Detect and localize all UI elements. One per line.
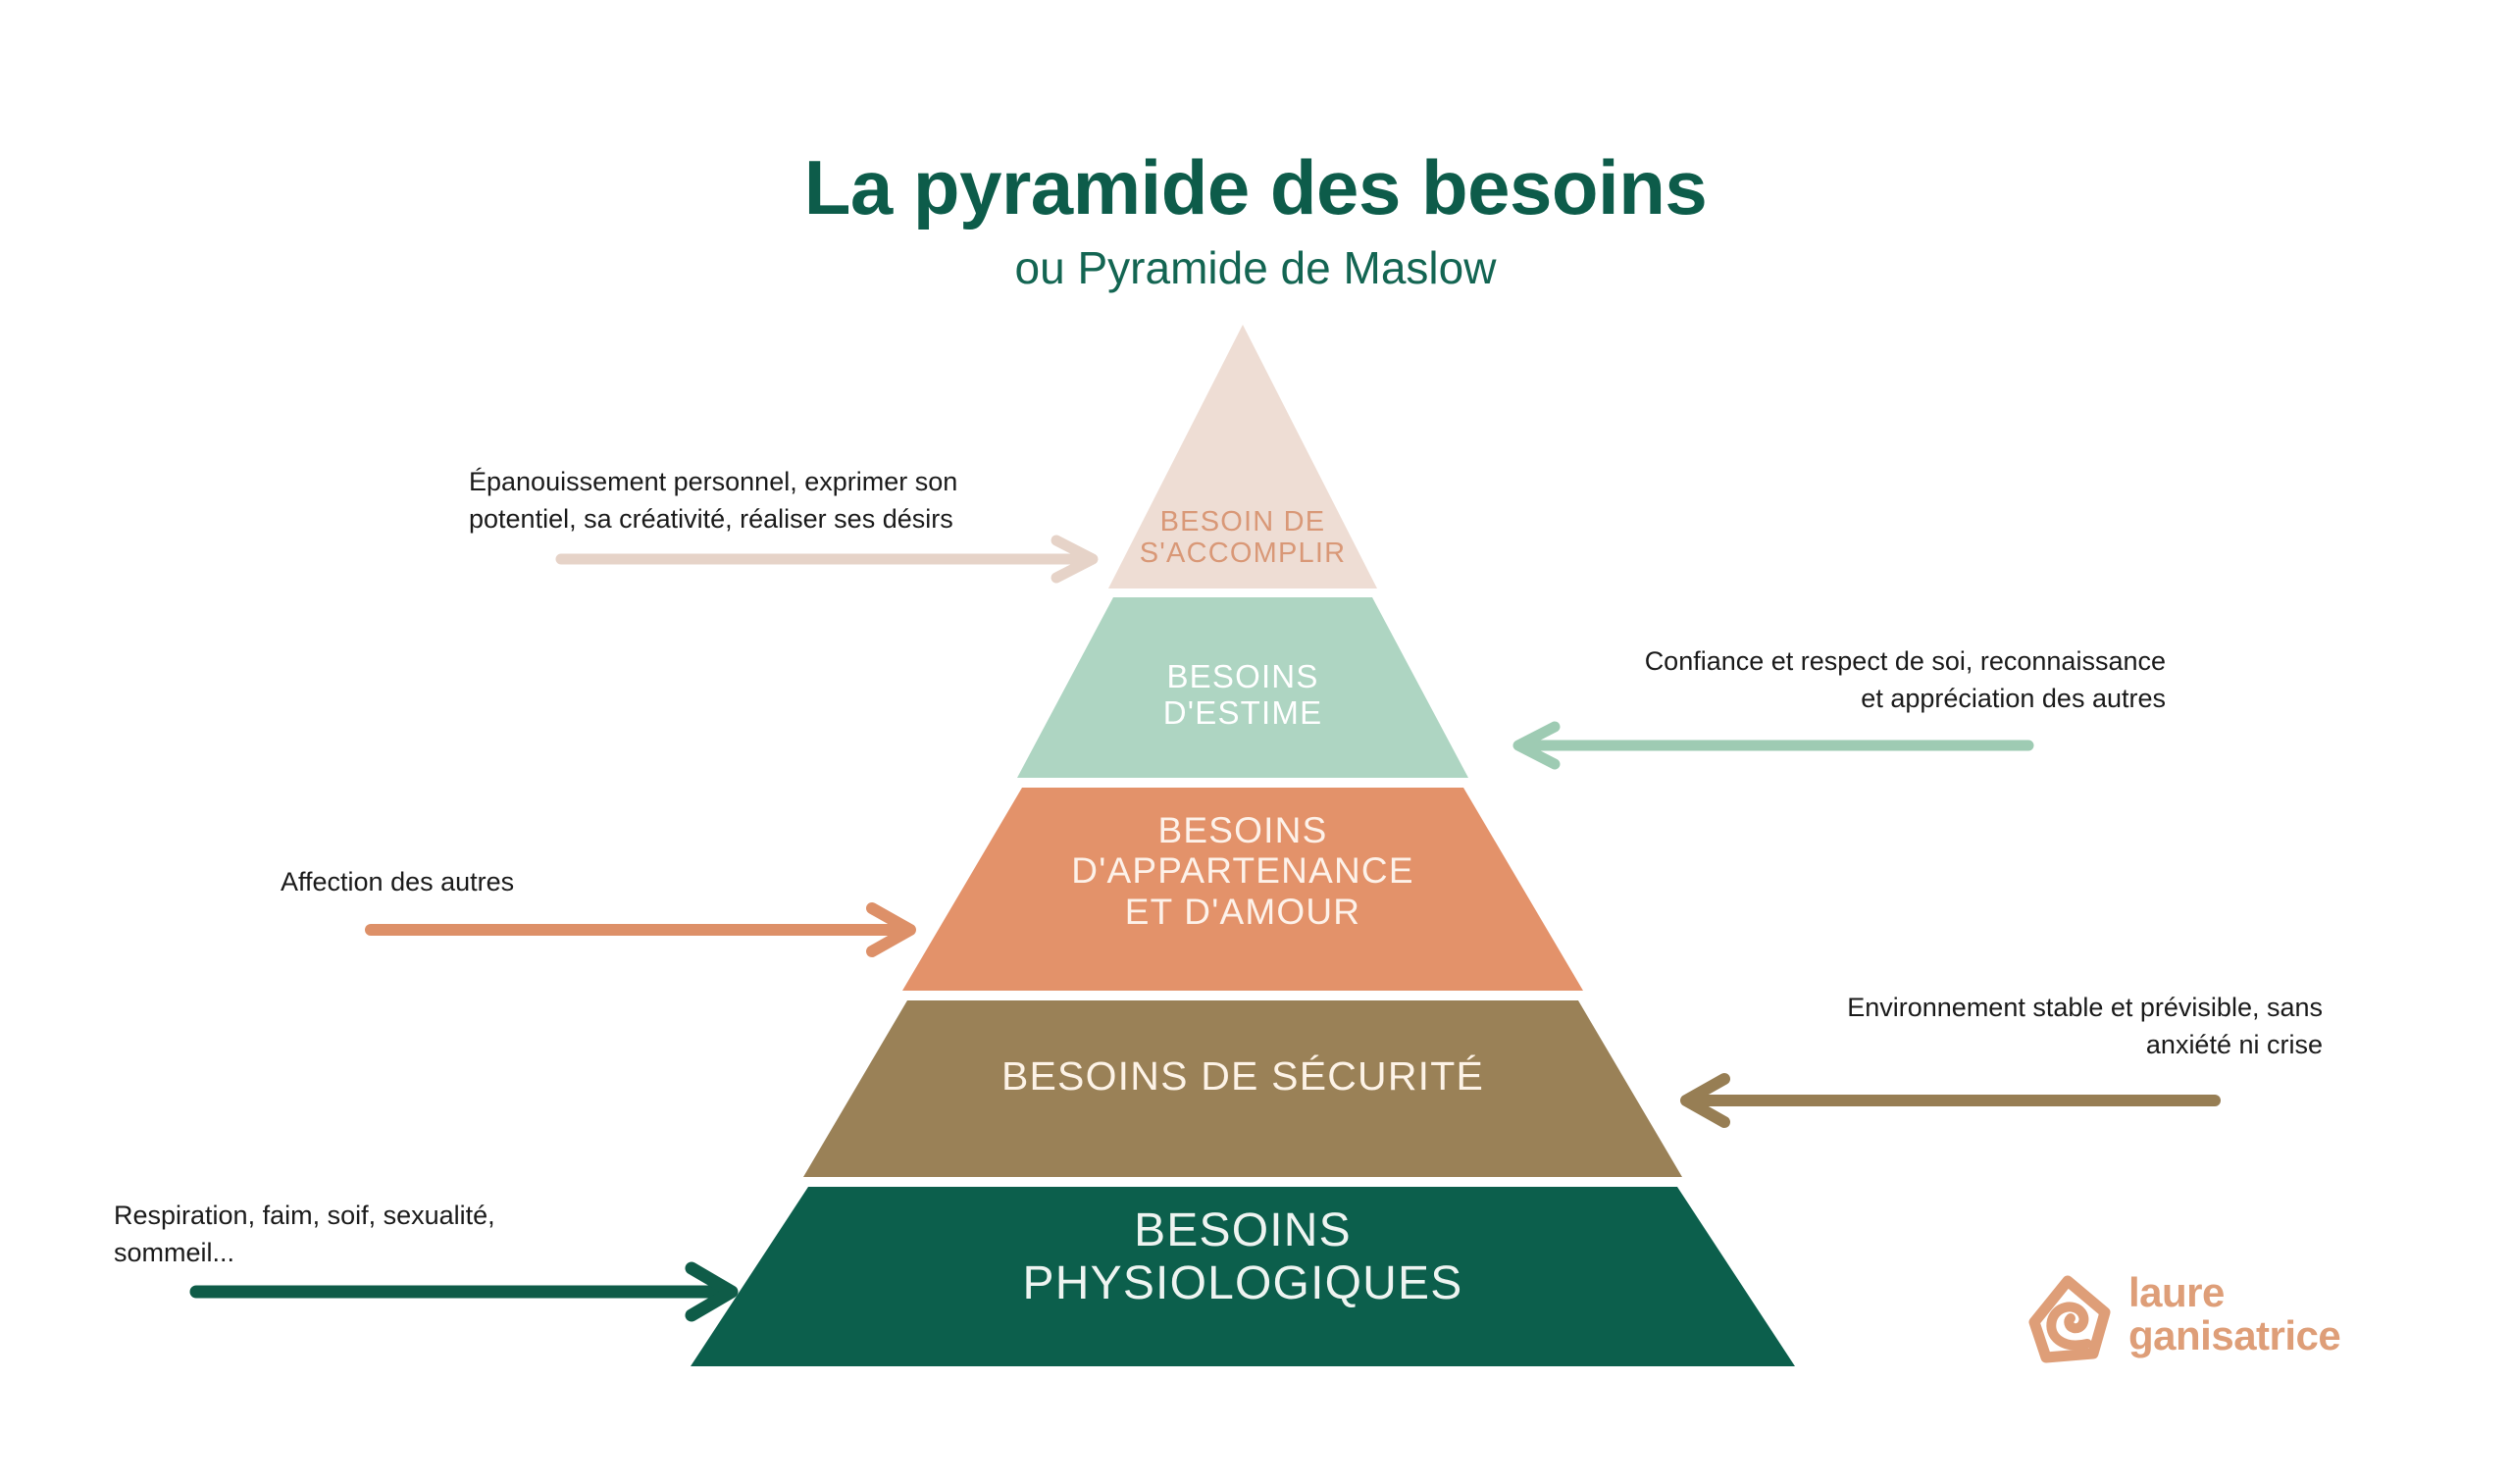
annotation-besoins-destime: Confiance et respect de soi, reconnaissa… <box>1644 646 2166 714</box>
page-subtitle: ou Pyramide de Maslow <box>1014 242 1497 293</box>
tier-label-besoin-de-saccomplir: BESOIN DE S'ACCOMPLIR <box>1139 506 1347 570</box>
tier-label-besoins-dappartenance-et-damour: BESOINS D'APPARTENANCE ET D'AMOUR <box>1071 810 1414 932</box>
annotation-arrow-besoins-destime <box>1512 721 2034 770</box>
annotation-besoins-dappartenance-et-damour: Affection des autres <box>281 867 515 896</box>
tier-label-besoins-destime: BESOINS D'ESTIME <box>1162 658 1323 731</box>
annotation-besoin-de-saccomplir: Épanouissement personnel, exprimer son p… <box>469 467 958 535</box>
tier-label-besoins-physiologiques: BESOINS PHYSIOLOGIQUES <box>1022 1204 1463 1309</box>
page-title: La pyramide des besoins <box>803 144 1708 230</box>
annotation-arrow-besoins-physiologiques <box>189 1261 739 1322</box>
logo-wordmark: laure ganisatrice <box>2128 1269 2341 1358</box>
annotation-arrow-besoins-de-securite <box>1680 1073 2221 1128</box>
annotation-arrow-besoins-dappartenance <box>365 902 916 957</box>
annotation-besoins-physiologiques: Respiration, faim, soif, sexualité, somm… <box>114 1201 495 1268</box>
annotation-besoins-de-securite: Environnement stable et prévisible, sans… <box>1847 993 2323 1060</box>
house-spiral-icon <box>2028 1275 2111 1363</box>
brand-logo: laure ganisatrice <box>2023 1265 2376 1373</box>
tier-label-besoins-de-securite: BESOINS DE SÉCURITÉ <box>1000 1053 1485 1099</box>
